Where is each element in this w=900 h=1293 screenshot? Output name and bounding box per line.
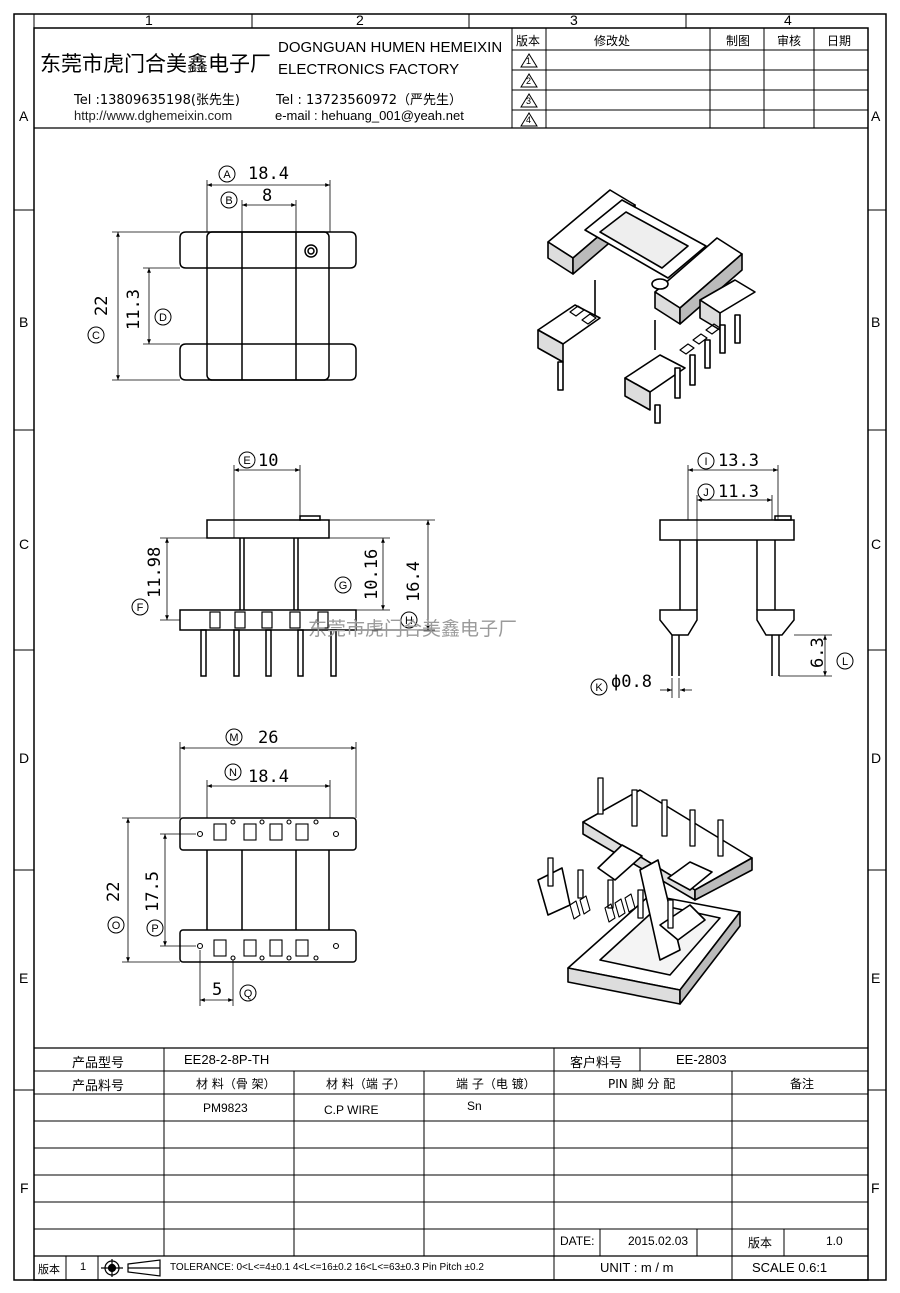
material-terminal-value: C.P WIRE xyxy=(324,1103,379,1117)
col-pin-assignment: PIN 脚 分 配 xyxy=(608,1077,676,1091)
dim-i-value: 13.3 xyxy=(718,451,759,471)
svg-text:M: M xyxy=(229,732,238,744)
svg-text:I: I xyxy=(704,456,707,468)
dim-k-value: ϕ0.8 xyxy=(611,672,652,692)
scale-note: SCALE 0.6:1 xyxy=(752,1260,828,1275)
rev-row-2: 2 xyxy=(526,76,532,86)
watermark: 东莞市虎门合美鑫电子厂 xyxy=(308,618,518,640)
bottom-view xyxy=(179,817,357,963)
dim-l-value: 6.3 xyxy=(808,637,828,668)
contact-tel-1: Tel :13809635198(张先生) xyxy=(74,93,240,108)
date-label: DATE: xyxy=(560,1234,595,1248)
zone-row-c-right: C xyxy=(871,536,882,552)
dim-m-value: 26 xyxy=(258,728,279,748)
top-view xyxy=(179,231,357,381)
product-model-value: EE28-2-8P-TH xyxy=(184,1052,270,1067)
rev-table-header-version: 版本 xyxy=(516,34,541,48)
dim-e-value: 10 xyxy=(258,451,279,471)
dim-p-value: 17.5 xyxy=(143,871,163,912)
dim-o-value: 22 xyxy=(104,881,124,902)
company-name-cn: 东莞市虎门合美鑫电子厂 xyxy=(40,52,271,76)
zone-column-1: 1 xyxy=(145,12,153,28)
col-material-terminal: 材 料（端 子） xyxy=(326,1077,406,1091)
rev-table-header-date: 日期 xyxy=(827,34,852,48)
dim-h-value: 16.4 xyxy=(404,561,424,602)
contact-tel-2: Tel : 13723560972（严先生） xyxy=(276,93,462,108)
dim-a-value: 18.4 xyxy=(248,164,289,184)
col-material-frame: 材 料（骨 架） xyxy=(196,1077,276,1091)
zone-column-4: 4 xyxy=(784,12,792,28)
dim-j-value: 11.3 xyxy=(718,482,759,502)
zone-row-e-right: E xyxy=(871,970,881,986)
svg-text:B: B xyxy=(225,195,232,207)
rev-table-header-drawn: 制图 xyxy=(726,34,751,48)
dim-c-value: 22 xyxy=(92,295,112,316)
col-note: 备注 xyxy=(790,1077,815,1091)
rev-label: 版本 xyxy=(38,1263,60,1276)
website-link[interactable]: http://www.dghemeixin.com xyxy=(74,108,233,123)
date-value: 2015.02.03 xyxy=(628,1234,689,1248)
zone-row-c-left: C xyxy=(19,536,30,552)
rev-value: 1 xyxy=(80,1261,87,1273)
dim-q-value: 5 xyxy=(212,980,223,1000)
dim-g-value: 10.16 xyxy=(362,548,382,600)
zone-row-d-left: D xyxy=(19,750,30,766)
zone-row-a-left: A xyxy=(19,108,29,124)
isometric-view-bottom xyxy=(537,777,753,1005)
zone-row-b-left: B xyxy=(19,314,29,330)
isometric-view-top xyxy=(537,189,756,424)
svg-text:H: H xyxy=(405,615,413,627)
customer-part-value: EE-2803 xyxy=(676,1052,727,1067)
svg-text:C: C xyxy=(92,330,100,342)
svg-text:A: A xyxy=(223,169,231,181)
zone-column-3: 3 xyxy=(570,12,578,28)
company-name-en-line1: DOGNGUAN HUMEN HEMEIXIN xyxy=(278,39,503,56)
version-value: 1.0 xyxy=(826,1234,843,1248)
svg-text:L: L xyxy=(842,656,848,668)
zone-row-a-right: A xyxy=(871,108,881,124)
dim-f-value: 11.98 xyxy=(145,546,165,598)
product-part-label: 产品料号 xyxy=(72,1079,125,1094)
terminal-plating-value: Sn xyxy=(467,1099,482,1113)
projection-symbol xyxy=(101,1259,161,1277)
dim-b-value: 8 xyxy=(262,186,273,206)
svg-text:K: K xyxy=(595,682,603,694)
col-terminal-plating: 端 子（电 镀） xyxy=(456,1077,536,1091)
version-label: 版本 xyxy=(748,1236,773,1250)
zone-row-e-left: E xyxy=(19,970,29,986)
front-view xyxy=(179,515,357,677)
dim-n-value: 18.4 xyxy=(248,767,289,787)
zone-row-b-right: B xyxy=(871,314,881,330)
zone-row-f-right: F xyxy=(871,1180,880,1196)
material-frame-value: PM9823 xyxy=(203,1101,248,1115)
dim-d-value: 11.3 xyxy=(124,289,144,330)
rev-row-3: 3 xyxy=(526,96,532,106)
zone-row-d-right: D xyxy=(871,750,882,766)
side-view xyxy=(659,515,795,676)
svg-text:E: E xyxy=(243,455,250,467)
svg-text:Q: Q xyxy=(244,988,253,1000)
zone-row-f-left: F xyxy=(20,1180,29,1196)
dimension-balloons xyxy=(87,165,854,1002)
rev-row-1: 1 xyxy=(526,56,532,66)
email-address: e-mail : hehuang_001@yeah.net xyxy=(275,108,464,123)
product-model-label: 产品型号 xyxy=(72,1056,125,1071)
company-name-en-line2: ELECTRONICS FACTORY xyxy=(278,61,460,78)
svg-text:G: G xyxy=(339,580,348,592)
tolerance-note: TOLERANCE: 0<L<=4±0.1 4<L<=16±0.2 16<L<=… xyxy=(170,1262,484,1273)
svg-text:O: O xyxy=(112,920,121,932)
svg-text:P: P xyxy=(151,923,158,935)
rev-table-header-checked: 审核 xyxy=(777,34,802,48)
svg-text:J: J xyxy=(703,487,709,499)
zone-column-2: 2 xyxy=(356,12,364,28)
unit-note: UNIT : m / m xyxy=(600,1260,674,1275)
svg-text:D: D xyxy=(159,312,167,324)
rev-row-4: 4 xyxy=(526,115,532,125)
rev-table-header-change: 修改处 xyxy=(594,34,631,48)
svg-text:F: F xyxy=(137,602,144,614)
svg-text:N: N xyxy=(229,767,237,779)
customer-part-label: 客户料号 xyxy=(570,1056,623,1071)
